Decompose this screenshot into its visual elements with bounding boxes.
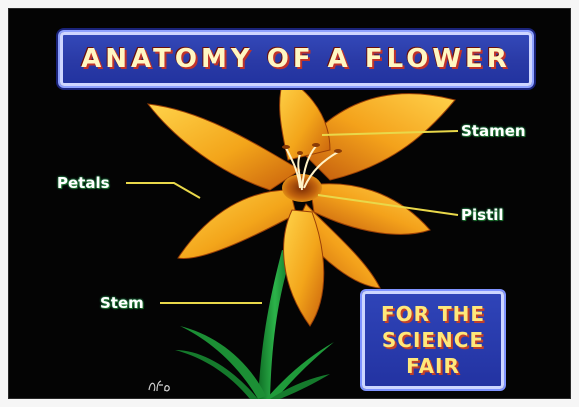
leaf-left-shape (180, 326, 266, 399)
badge-line-3: FAIR (406, 354, 460, 378)
badge-line-2: SCIENCE (382, 328, 484, 352)
label-stamen: Stamen (461, 122, 526, 140)
label-pistil: Pistil (461, 206, 504, 224)
poster-title: ANATOMY OF A FLOWER (81, 44, 511, 74)
leaf-right-shape (266, 342, 334, 399)
science-fair-badge: FOR THE SCIENCE FAIR (362, 291, 504, 389)
flower-petals (148, 78, 455, 326)
petal-upper-left (148, 104, 300, 190)
label-stem: Stem (100, 294, 144, 312)
badge-line-1: FOR THE (381, 302, 485, 326)
petal-lower-left (178, 190, 296, 258)
label-petals: Petals (57, 174, 110, 192)
artist-signature (147, 376, 171, 394)
petals-leader-line (126, 183, 200, 198)
title-banner: ANATOMY OF A FLOWER (60, 32, 532, 86)
